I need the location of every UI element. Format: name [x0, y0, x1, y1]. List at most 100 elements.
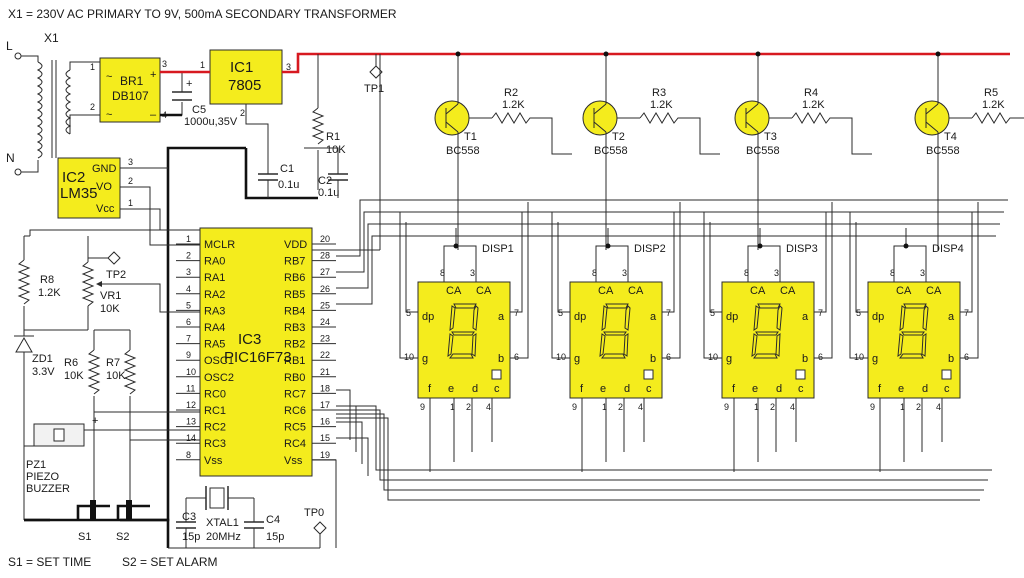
mcu-pin-label: RB1: [284, 355, 305, 367]
display-pin-label: dp: [422, 311, 434, 323]
mcu-pin-number: 2: [186, 251, 191, 261]
display-pin-label: CA: [476, 285, 492, 297]
svg-text:10K: 10K: [64, 370, 84, 382]
mcu-pin-number: 11: [186, 383, 195, 393]
bridge-ref: BR1: [120, 74, 144, 88]
display-pin-label: 8: [744, 268, 749, 278]
display-pin-label: g: [574, 353, 580, 365]
transistor-part: BC558: [446, 145, 480, 157]
mcu-pin-label: RB4: [284, 305, 305, 317]
display-pin-label: 3: [920, 268, 925, 278]
display-pin-label: c: [798, 383, 804, 395]
mains-n-terminal: [14, 168, 22, 176]
mcu-pin-number: 10: [186, 367, 196, 377]
crystal-xtal1: XTAL1 20MHz: [186, 486, 254, 543]
regulator-body: [209, 49, 283, 105]
svg-text:3: 3: [128, 157, 133, 167]
bridge-minus: –: [150, 109, 157, 121]
svg-text:C4: C4: [266, 514, 280, 526]
mcu-pin-label: RB5: [284, 289, 305, 301]
resistor-ref: R2: [504, 87, 518, 99]
svg-text:+: +: [186, 78, 192, 90]
svg-text:15p: 15p: [266, 531, 284, 543]
mcu-pin-number: 18: [320, 383, 330, 393]
display-pin-label: 10: [556, 352, 566, 362]
resistor-value: 1.2K: [650, 99, 673, 111]
display-pin-label: 10: [708, 352, 718, 362]
display-pin-label: d: [472, 383, 478, 395]
mcu-pin-number: 1: [186, 234, 191, 244]
mcu-pin-number: 25: [320, 300, 330, 310]
mcu-pin-label: OSC1: [204, 355, 234, 367]
display-pin-label: e: [898, 383, 904, 395]
mcu-pin-label: RA5: [204, 339, 225, 351]
display-pin-label: dp: [726, 311, 738, 323]
svg-text:PZ1: PZ1: [26, 459, 46, 471]
mcu-pin-label: RC1: [204, 405, 226, 417]
display-pin-label: 7: [818, 308, 823, 318]
display-pin-label: 5: [558, 308, 563, 318]
display-pin-label: 8: [890, 268, 895, 278]
display-pin-label: c: [944, 383, 950, 395]
display-pin-label: 7: [514, 308, 519, 318]
mcu-pin-number: 19: [320, 450, 330, 460]
display-pin-label: 7: [666, 308, 671, 318]
mcu-pin-number: 23: [320, 334, 330, 344]
mcu-pin-number: 28: [320, 251, 330, 261]
svg-text:R6: R6: [64, 357, 78, 369]
piezo-buzzer-pz1: + PZ1 PIEZO BUZZER: [24, 415, 200, 495]
svg-text:C3: C3: [182, 511, 196, 523]
svg-text:R1: R1: [326, 131, 340, 143]
display-pin-label: 2: [618, 402, 623, 412]
svg-text:S2: S2: [116, 531, 129, 543]
mcu-pin-label: RA1: [204, 272, 225, 284]
bridge-part: DB107: [112, 89, 149, 103]
mcu-pin-number: 4: [186, 284, 191, 294]
transistor-ref: T3: [764, 131, 777, 143]
svg-text:TP2: TP2: [106, 269, 126, 281]
svg-text:IC3: IC3: [238, 331, 261, 348]
svg-text:10K: 10K: [326, 144, 346, 156]
display-pin-label: a: [948, 311, 955, 323]
display-pin-label: 3: [622, 268, 627, 278]
display-pin-label: 4: [486, 402, 491, 412]
resistor-ref: R3: [652, 87, 666, 99]
display-pin-label: f: [580, 383, 584, 395]
transistor-ref: T4: [944, 131, 957, 143]
display-pin-label: CA: [598, 285, 614, 297]
mcu-pin-number: 6: [186, 317, 191, 327]
svg-text:LM35: LM35: [60, 185, 98, 202]
mcu-pin-label: RA0: [204, 256, 225, 268]
svg-text:PIEZO: PIEZO: [26, 471, 59, 483]
capacitor-c4: C4 15p: [244, 498, 284, 548]
transistor-ref: T2: [612, 131, 625, 143]
mcu-pin-number: 16: [320, 417, 330, 427]
display-pin-label: 6: [666, 352, 671, 362]
display-pin-label: 8: [592, 268, 597, 278]
display-pin-label: d: [776, 383, 782, 395]
svg-text:7805: 7805: [228, 77, 261, 94]
display-pin-label: 9: [420, 402, 425, 412]
mcu-pin-label: RC5: [284, 422, 306, 434]
svg-text:2: 2: [240, 108, 245, 118]
switch-s1: S1: [76, 500, 110, 543]
mcu-pin-number: 24: [320, 317, 330, 327]
svg-text:1000u,35V: 1000u,35V: [184, 116, 238, 128]
svg-text:10K: 10K: [106, 370, 126, 382]
bridge-ac2: ~: [106, 109, 112, 121]
mcu-body: [199, 227, 313, 477]
display-pin-label: 1: [602, 402, 607, 412]
display-ref: DISP2: [634, 243, 666, 255]
mcu-pin-number: 13: [186, 417, 196, 427]
resistor-r8: R8 1.2K: [17, 236, 61, 330]
display-pin-label: 4: [790, 402, 795, 412]
resistor-r7: R7 10K: [106, 330, 137, 440]
potentiometer-vr1: VR1 10K TP2: [81, 236, 200, 330]
display-pin-label: c: [494, 383, 500, 395]
mains-l-label: L: [6, 39, 13, 53]
